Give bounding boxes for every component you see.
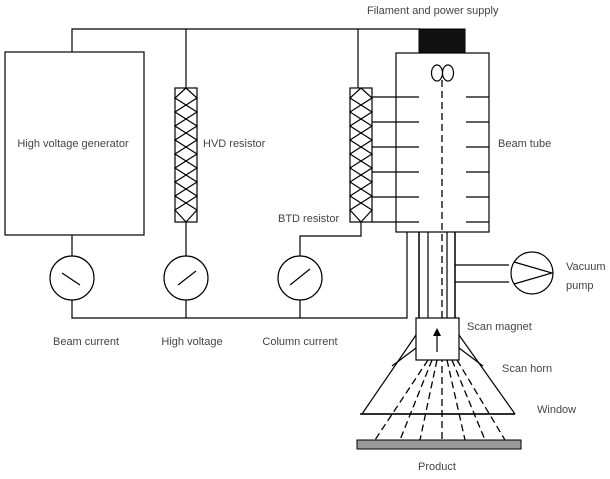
hvd-resistor bbox=[173, 87, 199, 223]
product-label: Product bbox=[418, 461, 456, 473]
btd-resistor bbox=[348, 87, 374, 223]
beam-tube-electrodes-left bbox=[396, 96, 419, 223]
arrow-up-icon bbox=[433, 328, 441, 352]
column-current-label: Column current bbox=[262, 336, 337, 348]
vacuum-duct bbox=[455, 264, 509, 283]
scan-magnet-label: Scan magnet bbox=[467, 321, 532, 333]
vacuum-pump-label-line1: Vacuum bbox=[566, 261, 606, 273]
hv-generator-label: High voltage generator bbox=[17, 138, 129, 150]
bottom-return-wire bbox=[71, 232, 408, 319]
top-bus-wire bbox=[71, 28, 421, 52]
scan-horn-label: Scan horn bbox=[502, 363, 552, 375]
beam-tube-electrodes-right bbox=[466, 96, 489, 223]
hvd-resistor-label: HVD resistor bbox=[203, 138, 266, 150]
high-voltage-generator bbox=[4, 51, 145, 236]
meter-icon bbox=[163, 255, 209, 301]
scanned-beams bbox=[374, 359, 506, 441]
meter-icon bbox=[277, 255, 323, 301]
vacuum-pump-label-line2: pump bbox=[566, 280, 594, 292]
beam-current-label: Beam current bbox=[53, 336, 119, 348]
window-label: Window bbox=[537, 404, 576, 416]
beam-tube-label: Beam tube bbox=[498, 138, 551, 150]
meter-icon bbox=[49, 255, 95, 301]
filament-label: Filament and power supply bbox=[367, 5, 499, 17]
filament-icon bbox=[430, 64, 455, 82]
drift-tube bbox=[418, 232, 456, 318]
btd-to-meter-wire bbox=[299, 222, 362, 256]
btd-taps bbox=[372, 96, 396, 223]
filament-power-supply bbox=[418, 28, 466, 54]
pump-icon bbox=[510, 251, 555, 295]
btd-resistor-label: BTD resistor bbox=[278, 213, 339, 225]
high-voltage-label: High voltage bbox=[161, 336, 222, 348]
product bbox=[356, 439, 522, 450]
